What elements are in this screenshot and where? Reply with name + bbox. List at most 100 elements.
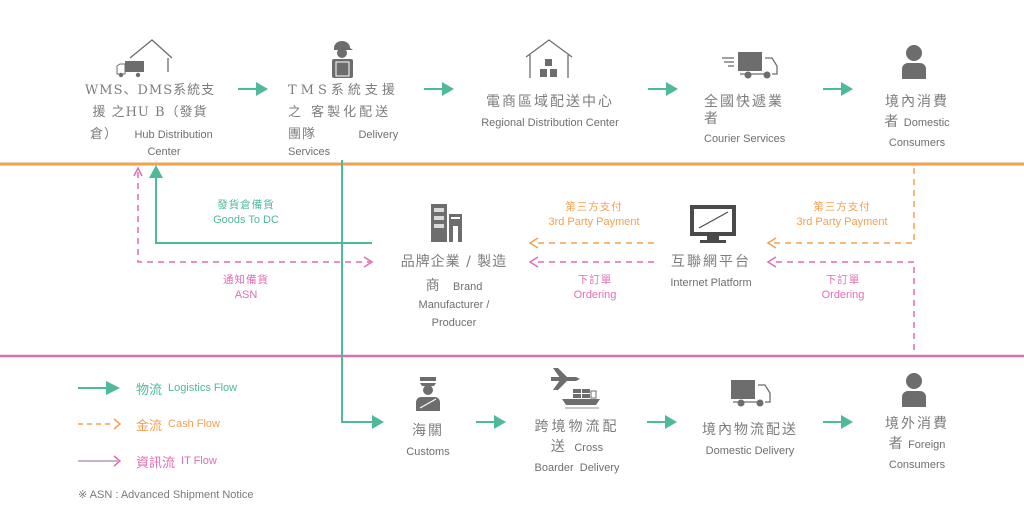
ordering-left-label: 下訂單 Ordering (545, 273, 645, 303)
tms-en-after: Services (288, 146, 331, 158)
plane-ship-icon (551, 368, 600, 409)
brand-zh-line-2: 商 (425, 278, 441, 294)
person-icon-foreign (902, 373, 926, 407)
customs-zh: 海關 (412, 423, 444, 439)
hub-zh-line-1: WMS、DMS系統支 (84, 83, 216, 98)
customs-en: Customs (406, 446, 450, 458)
hub-zh-line-2: 援 之HU B（發貨 (92, 105, 208, 120)
rdc-en: Regional Distribution Center (481, 117, 619, 129)
legend-logistics: 物流 Logistics Flow (78, 378, 237, 398)
domestic-consumer-zh-line-1: 境內消費 (885, 94, 949, 110)
node-internet-platform: 互聯網平台 Internet Platform (660, 252, 762, 292)
legend-it-en: IT Flow (181, 455, 217, 467)
logistics-arrow-6 (647, 415, 677, 429)
customs-officer-icon (416, 377, 440, 411)
ordering-right-en: Ordering (821, 289, 865, 301)
brand-zh-line-1: 品牌企業 / 製造 (400, 254, 508, 270)
courier-en: Courier Services (704, 133, 786, 145)
foreign-consumer-zh-line-2: 者 (888, 436, 904, 452)
cross-border-en-inline: Cross (574, 442, 604, 454)
foreign-consumer-en-inline: Foreign (908, 439, 946, 451)
node-domestic-delivery: 境內物流配送 Domestic Delivery (694, 420, 806, 460)
goods-to-dc-label: 發貨倉備貨 Goods To DC (196, 198, 296, 228)
warehouse-boxes-icon (525, 39, 573, 78)
warehouse-truck-icon (116, 39, 173, 78)
legend-logistics-glyph (78, 381, 120, 395)
legend-cash-zh: 金流 (136, 418, 163, 434)
tms-zh-line-3: 團隊 (288, 127, 317, 142)
domestic-delivery-zh: 境內物流配送 (702, 422, 798, 438)
node-customs: 海關 Customs (398, 421, 458, 461)
brand-en-line-3: Producer (431, 317, 477, 329)
foreign-consumer-zh-line-1: 境外消費 (885, 416, 949, 432)
domestic-consumer-en-after: Consumers (888, 137, 946, 149)
node-cross-border-delivery: 跨境物流配 送 Cross Boarder Delivery (522, 417, 632, 477)
node-foreign-consumers: 境外消費 者 Foreign Consumers (872, 414, 962, 474)
payment-right-zh: 第三方支付 (813, 201, 871, 213)
goods-to-dc-en: Goods To DC (213, 214, 279, 226)
payment-left-zh: 第三方支付 (565, 201, 623, 213)
legend-it: 資訊流 IT Flow (78, 451, 217, 471)
payment-right-label: 第三方支付 3rd Party Payment (784, 200, 900, 230)
asn-zh: 通知備貨 (223, 274, 269, 286)
fast-truck-icon (722, 52, 778, 79)
logistics-arrow-3 (648, 82, 678, 96)
logistics-arrow-4 (823, 82, 853, 96)
tms-to-customs-flow (341, 160, 384, 429)
legend-cash-en: Cash Flow (168, 418, 220, 430)
logistics-arrow-2 (424, 82, 454, 96)
hub-en-after: Center (147, 146, 181, 158)
platform-zh: 互聯網平台 (671, 254, 751, 270)
building-icon (431, 204, 462, 242)
asn-en: ASN (234, 289, 258, 301)
asn-label: 通知備貨 ASN (196, 273, 296, 303)
logistics-arrow-7 (823, 415, 853, 429)
courier-zh-line-1: 全國快遞業 (704, 94, 784, 110)
courier-zh-line-2: 者 (704, 111, 719, 127)
payment-flow-right (766, 168, 915, 249)
ordering-right-zh: 下訂單 (825, 274, 861, 286)
node-hub-distribution-center: WMS、DMS系統支 援 之HU B（發貨 倉） Hub Distributio… (80, 80, 220, 161)
ordering-left-en: Ordering (573, 289, 617, 301)
monitor-icon (690, 205, 736, 243)
cross-border-zh-line-1: 跨境物流配 (534, 419, 620, 435)
rdc-zh: 電商區域配送中心 (486, 94, 614, 110)
foreign-consumer-en-after: Consumers (888, 459, 946, 471)
node-tms-delivery-services: TMS系統支援 之 客製化配送 團隊 Delivery Services (282, 80, 402, 161)
brand-en-line-2: Manufacturer / (418, 299, 490, 311)
legend-logistics-zh: 物流 (136, 382, 163, 398)
brand-en-inline: Brand (453, 281, 483, 293)
logistics-arrow-5 (476, 415, 506, 429)
tms-en-inline: Delivery (358, 129, 399, 141)
payment-flow-left (528, 237, 654, 249)
ordering-right-label: 下訂單 Ordering (793, 273, 893, 303)
domestic-delivery-en: Domestic Delivery (705, 445, 795, 457)
cross-border-zh-line-2: 送 (550, 439, 566, 455)
legend-cash-glyph (78, 418, 122, 430)
hub-en-inline: Hub Distribution (134, 129, 213, 141)
logistics-arrow-1 (238, 82, 268, 96)
asn-flow (133, 166, 374, 268)
node-domestic-consumers: 境內消費 者 Domestic Consumers (872, 92, 962, 152)
payment-left-label: 第三方支付 3rd Party Payment (536, 200, 652, 230)
legend-cash: 金流 Cash Flow (78, 414, 220, 434)
payment-right-en: 3rd Party Payment (796, 216, 888, 228)
node-courier-services: 全國快遞業 者 Courier Services (704, 94, 804, 148)
payment-left-en: 3rd Party Payment (548, 216, 640, 228)
node-regional-distribution-center: 電商區域配送中心 Regional Distribution Center (465, 92, 635, 132)
hub-zh-line-3: 倉） (90, 127, 119, 142)
platform-en: Internet Platform (670, 277, 752, 289)
domestic-consumer-zh-line-2: 者 (884, 114, 900, 130)
node-brand-manufacturer: 品牌企業 / 製造 商 Brand Manufacturer / Produce… (392, 252, 516, 332)
legend-it-zh: 資訊流 (136, 455, 176, 471)
tms-zh-line-2: 之 客製化配送 (288, 105, 392, 120)
delivery-worker-icon (332, 41, 353, 78)
cross-border-en-after: Boarder Delivery (534, 462, 620, 474)
tms-zh-line-1: TMS系統支援 (288, 83, 399, 98)
goods-to-dc-zh: 發貨倉備貨 (217, 199, 275, 211)
domestic-consumer-en-inline: Domestic (903, 117, 950, 129)
truck-icon (731, 380, 771, 407)
goods-to-dc-flow (149, 165, 372, 244)
person-icon (902, 45, 926, 79)
